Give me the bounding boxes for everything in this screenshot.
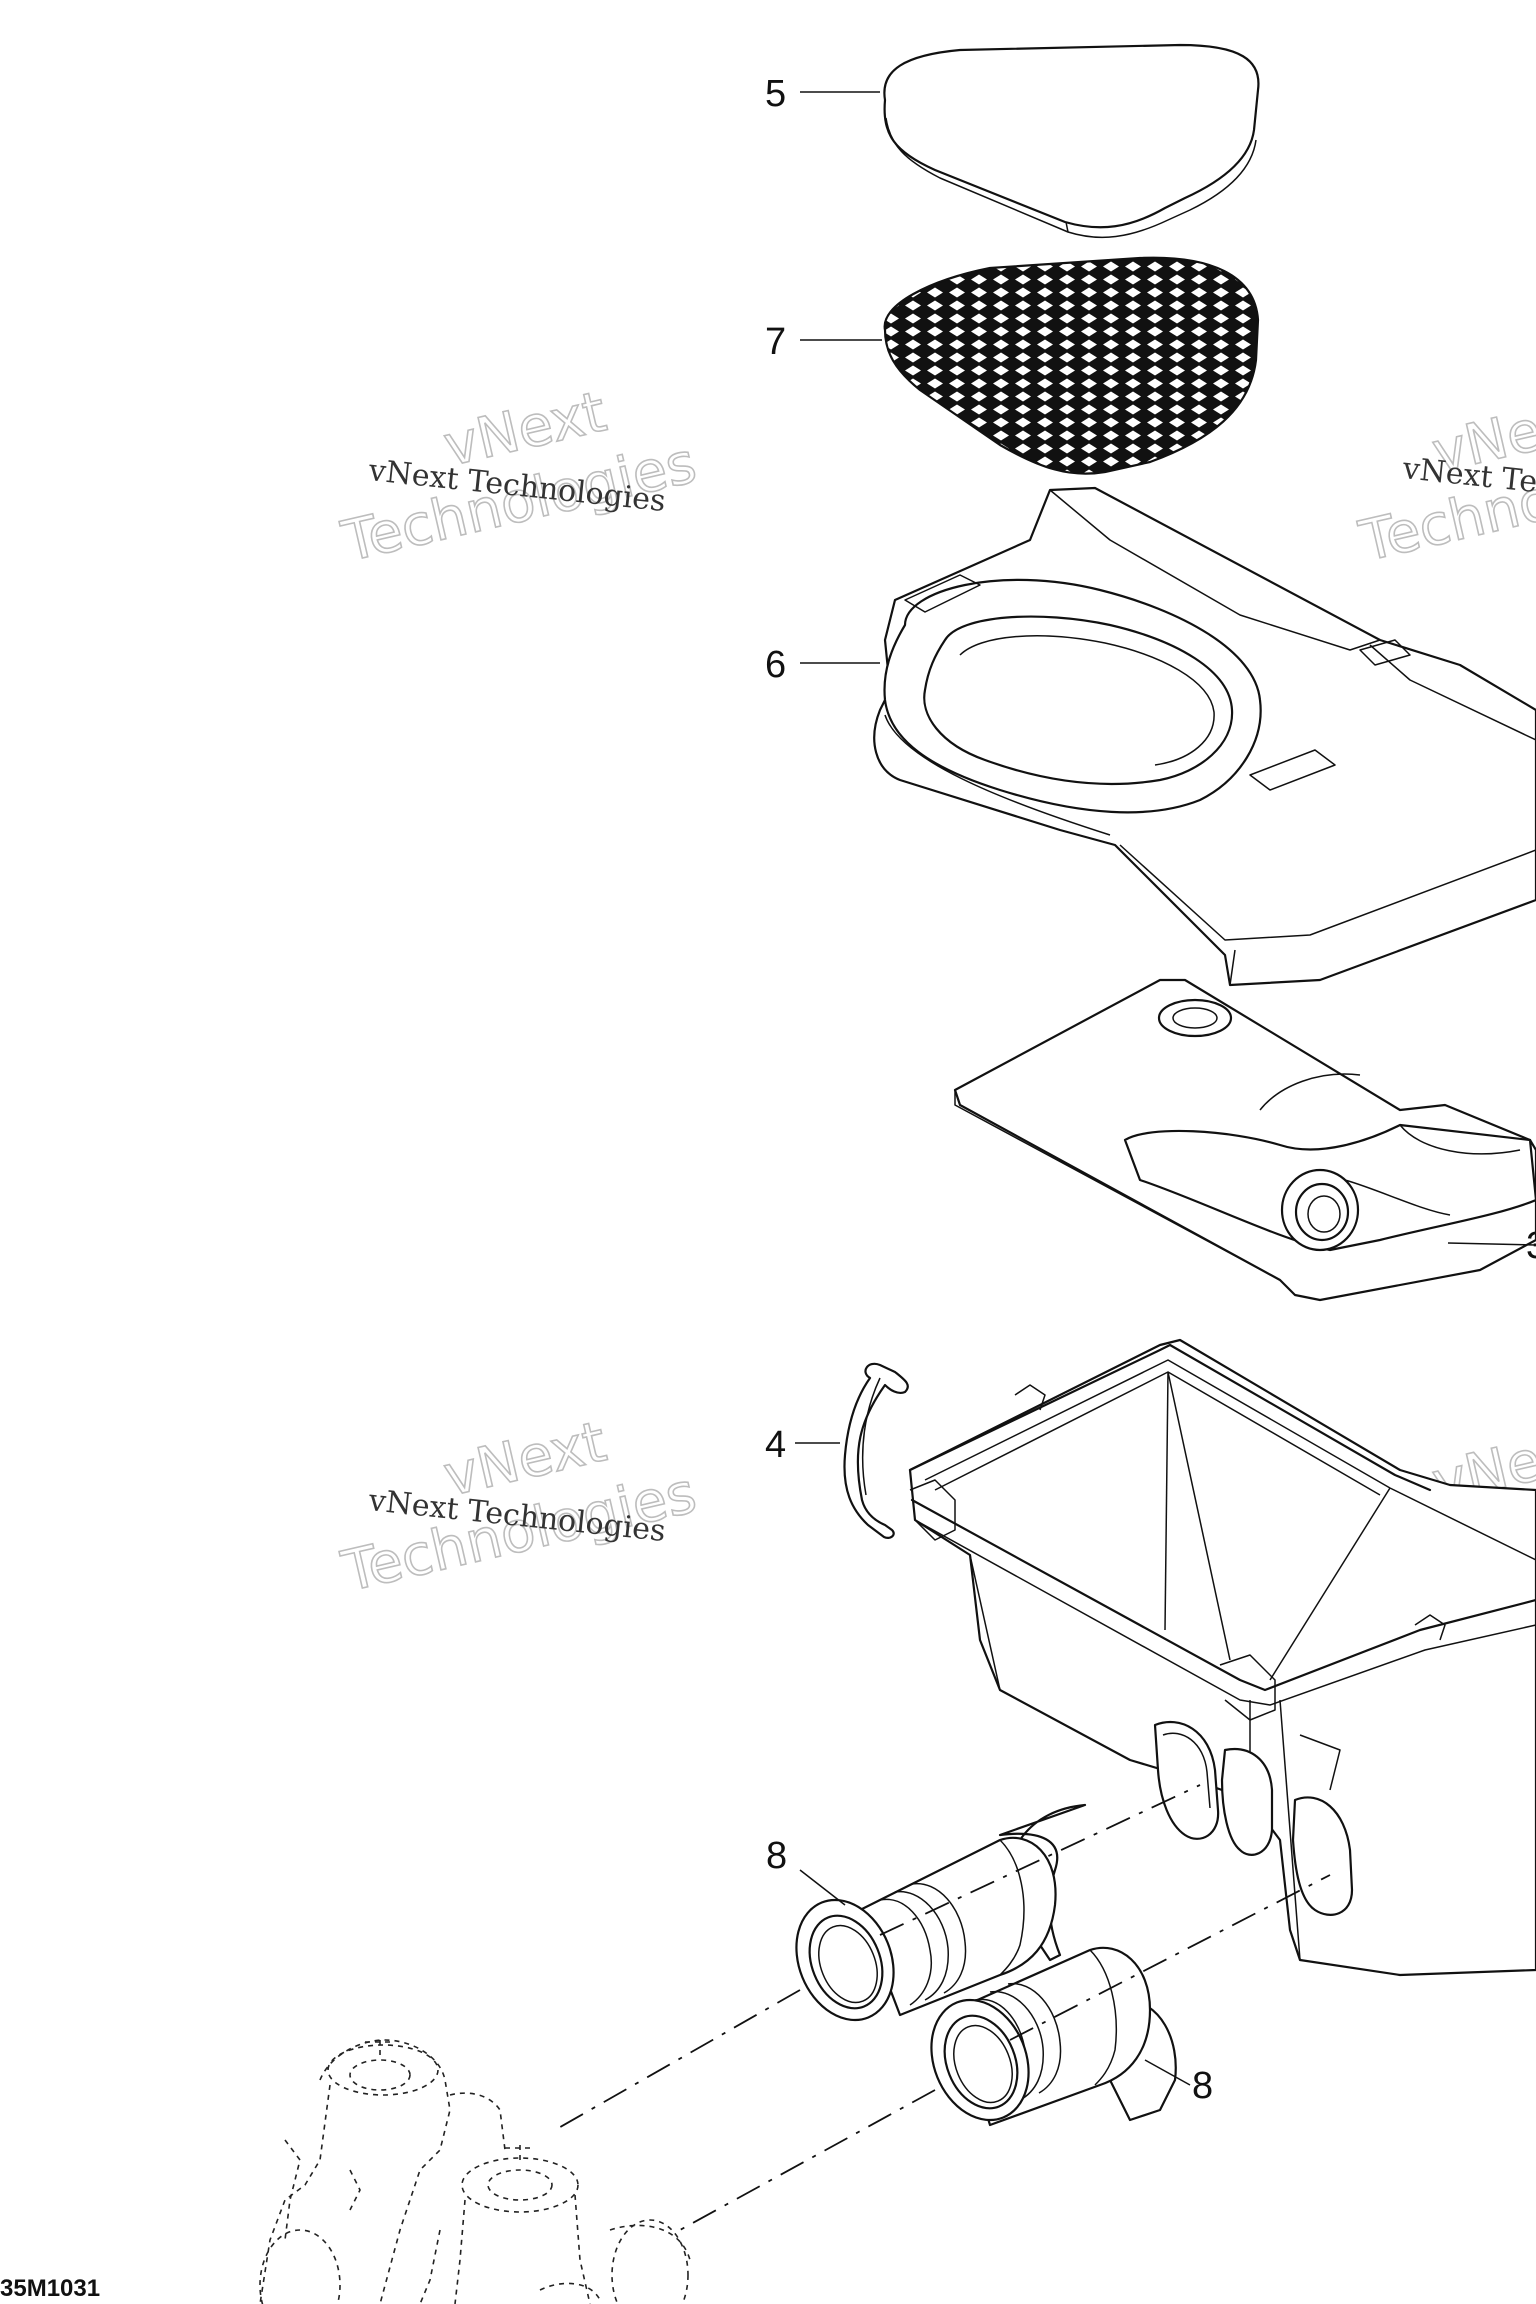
part-5-foam-pad [883, 43, 1260, 239]
callout-5: 5 [765, 73, 786, 115]
callout-3: 3 [1526, 1225, 1536, 1267]
callout-8-upper: 8 [766, 1835, 787, 1877]
part-8-adaptor-upper [795, 1803, 1087, 2022]
callout-6: 6 [765, 644, 786, 686]
assembly-centerlines [554, 1784, 1331, 2231]
part-6-airbox-cover [873, 486, 1536, 987]
callout-8-lower: 8 [1192, 2065, 1213, 2107]
carburetors-reference [259, 2039, 691, 2304]
airbox-body [908, 1338, 1536, 1977]
part-4-clip [843, 1362, 909, 1539]
callout-labels: 5 7 6 3 4 8 8 [765, 73, 1536, 2107]
callout-7: 7 [765, 321, 786, 363]
callout-4: 4 [765, 1424, 786, 1466]
part-7-mesh-screen [883, 256, 1260, 475]
drawing-code: 35M1031 [0, 2275, 100, 2302]
part-3-base-plate [953, 978, 1536, 1302]
leader-lines [795, 91, 1536, 2086]
